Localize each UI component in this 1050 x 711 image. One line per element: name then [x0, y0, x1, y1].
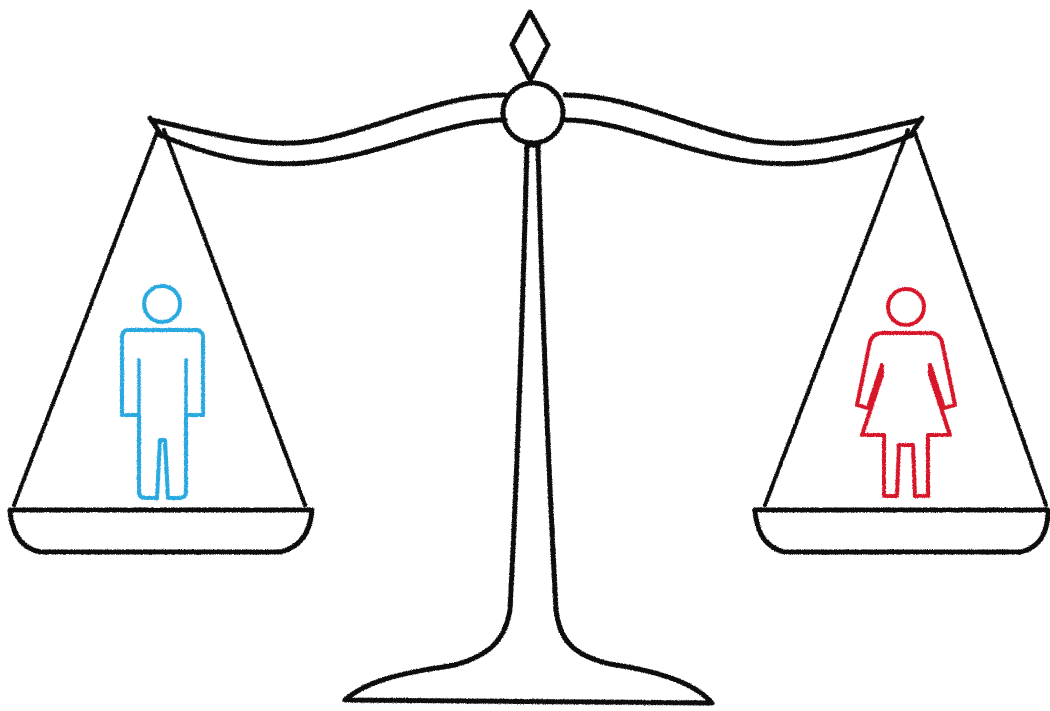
left-scale-pan [10, 130, 312, 552]
female-figure-icon [857, 289, 955, 496]
right-scale-pan [755, 130, 1048, 552]
male-figure-icon [122, 286, 203, 498]
scale-stand [345, 145, 712, 703]
scale-finial [503, 12, 563, 143]
